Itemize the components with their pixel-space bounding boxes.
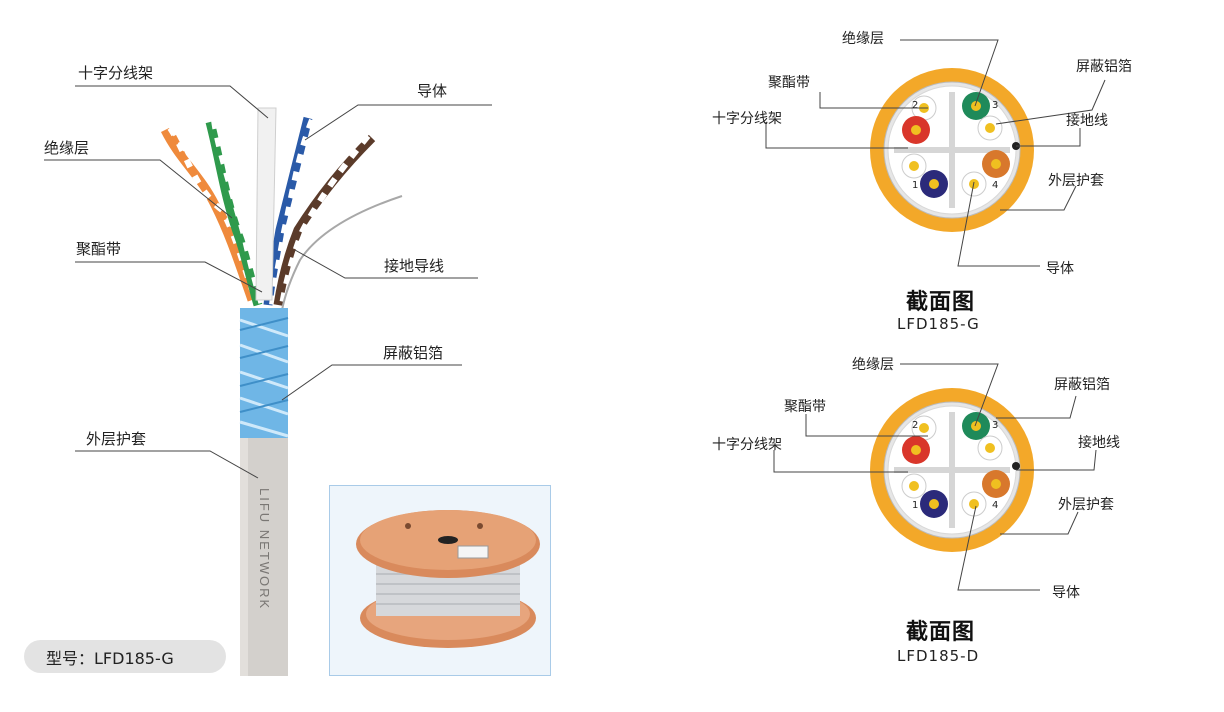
d-label-outer-jacket: 外层护套	[1058, 497, 1114, 513]
g-pair-4: 4	[992, 180, 999, 191]
d-label-insulation: 绝缘层	[852, 357, 894, 373]
cross-section-g-diagram	[870, 68, 1034, 232]
label-conductor: 导体	[417, 82, 448, 100]
d-label-conductor: 导体	[1052, 585, 1080, 601]
g-label-cross-filler: 十字分线架	[712, 111, 782, 127]
g-label-drain-wire: 接地线	[1066, 113, 1108, 129]
g-label-conductor: 导体	[1046, 261, 1074, 277]
cable-spool-photo	[329, 485, 551, 676]
d-label-foil-shield: 屏蔽铝箔	[1054, 377, 1110, 393]
section-d-leader-lines	[773, 363, 1097, 591]
label-drain-wire: 接地导线	[384, 257, 445, 275]
left-leader-lines	[44, 85, 492, 479]
model-badge: 型号：LFD185-G	[24, 640, 226, 673]
label-foil-shield: 屏蔽铝箔	[383, 344, 444, 362]
twisted-pairs	[160, 107, 403, 311]
label-cross-filler: 十字分线架	[78, 64, 154, 82]
outer-jacket-section	[240, 438, 288, 676]
d-label-polyester-tape: 聚酯带	[784, 399, 826, 415]
g-pair-3: 3	[992, 100, 999, 111]
foil-shield-section	[239, 308, 289, 438]
g-pair-1: 1	[912, 180, 919, 191]
g-label-insulation: 绝缘层	[842, 31, 884, 47]
d-pair-2: 2	[912, 420, 919, 431]
cable-spool-image	[356, 510, 540, 648]
g-section-title: 截面图	[906, 290, 976, 315]
d-section-model: LFD185-D	[897, 647, 980, 665]
d-pair-3: 3	[992, 420, 999, 431]
d-pair-4: 4	[992, 500, 999, 511]
g-label-polyester-tape: 聚酯带	[768, 75, 810, 91]
d-section-title: 截面图	[906, 620, 976, 645]
g-label-foil-shield: 屏蔽铝箔	[1076, 59, 1132, 75]
d-pair-1: 1	[912, 500, 919, 511]
label-polyester-tape: 聚酯带	[76, 240, 122, 258]
g-label-outer-jacket: 外层护套	[1048, 173, 1104, 189]
jacket-print: LIFU NETWORK	[257, 488, 272, 611]
g-pair-2: 2	[912, 100, 919, 111]
label-outer-jacket: 外层护套	[86, 430, 147, 448]
label-insulation: 绝缘层	[44, 139, 90, 157]
d-label-cross-filler: 十字分线架	[712, 437, 782, 453]
cross-section-d-diagram	[870, 388, 1034, 552]
g-section-model: LFD185-G	[897, 315, 980, 333]
section-g-leader-lines	[765, 39, 1106, 267]
d-label-drain-wire: 接地线	[1078, 435, 1120, 451]
